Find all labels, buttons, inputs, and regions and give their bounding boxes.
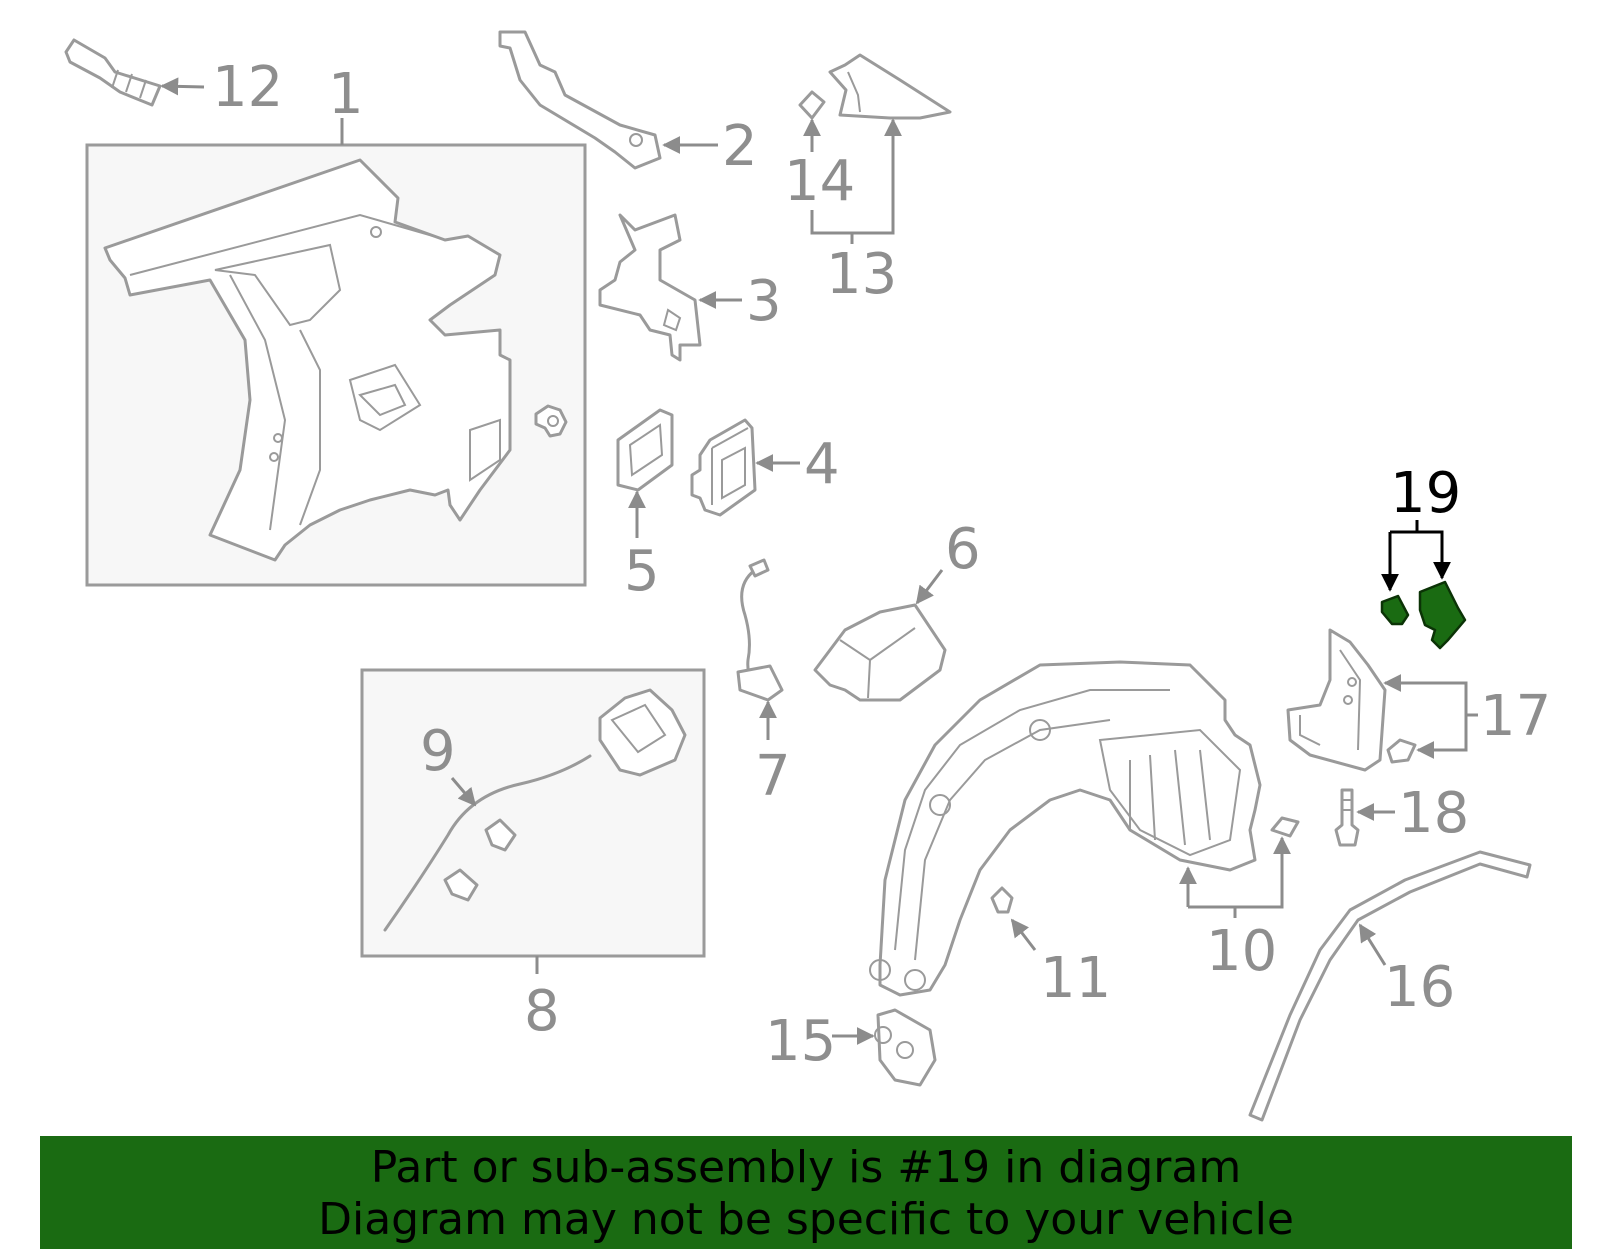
callout-13: 13 bbox=[826, 242, 897, 307]
part-8-clip-a bbox=[484, 818, 517, 852]
callout-4: 4 bbox=[804, 432, 840, 497]
part-9-cable bbox=[383, 754, 592, 932]
part-3-group[interactable]: 3 bbox=[598, 213, 782, 362]
callout-12: 12 bbox=[212, 55, 283, 120]
banner-line-1: Part or sub-assembly is #19 in diagram bbox=[370, 1142, 1242, 1193]
callout-14: 14 bbox=[784, 149, 855, 214]
callout-9: 9 bbox=[420, 719, 456, 784]
part-1-clip bbox=[534, 404, 568, 438]
part-13-group[interactable]: 13 bbox=[810, 53, 952, 307]
part-15-bracket bbox=[876, 1008, 937, 1087]
notice-banner: Part or sub-assembly is #19 in diagram D… bbox=[40, 1136, 1572, 1249]
part-7-connector bbox=[736, 664, 784, 702]
callout-2: 2 bbox=[722, 114, 758, 179]
part-2-group[interactable]: 2 bbox=[498, 30, 758, 179]
part-4-block bbox=[690, 418, 757, 517]
banner-line-2: Diagram may not be specific to your vehi… bbox=[318, 1194, 1294, 1245]
part-5-group[interactable]: 5 bbox=[616, 408, 674, 604]
part-14-group[interactable]: 14 bbox=[784, 90, 855, 214]
part-10-liner bbox=[878, 660, 1262, 997]
callout-3: 3 bbox=[746, 269, 782, 334]
part-6-group[interactable]: 6 bbox=[813, 517, 981, 702]
part-17-group[interactable]: 17 bbox=[1286, 628, 1551, 772]
part-3-bracket bbox=[598, 213, 702, 362]
callout-17: 17 bbox=[1480, 684, 1551, 749]
callout-18: 18 bbox=[1398, 781, 1469, 846]
part-10-clip bbox=[1270, 816, 1300, 838]
part-12-group[interactable]: 12 bbox=[64, 38, 283, 120]
part-11-group[interactable]: 11 bbox=[990, 886, 1111, 1011]
part-2-bracket bbox=[498, 30, 662, 170]
part-19-bracket bbox=[1418, 580, 1467, 650]
callout-7: 7 bbox=[755, 744, 791, 809]
callout-11: 11 bbox=[1040, 946, 1111, 1011]
callout-16: 16 bbox=[1384, 955, 1455, 1020]
part-17-clip bbox=[1386, 738, 1417, 764]
callout-15: 15 bbox=[765, 1009, 836, 1074]
part-16-group[interactable]: 16 bbox=[1248, 850, 1532, 1122]
part-5-bracket bbox=[616, 408, 674, 492]
callout-10: 10 bbox=[1206, 919, 1277, 984]
part-7-group[interactable]: 7 bbox=[736, 558, 791, 809]
callout-8: 8 bbox=[524, 979, 560, 1044]
part-14-clip bbox=[798, 90, 826, 120]
part-13-cover bbox=[828, 53, 952, 120]
callout-5: 5 bbox=[624, 539, 660, 604]
callout-6: 6 bbox=[945, 517, 981, 582]
part-16-molding bbox=[1248, 850, 1532, 1122]
part-8-clip-b bbox=[443, 868, 479, 902]
callout-1: 1 bbox=[328, 62, 364, 127]
part-11-clip bbox=[990, 886, 1014, 914]
part-1-quarter-panel-group[interactable]: 1 bbox=[85, 62, 587, 587]
part-19-clip bbox=[1380, 594, 1410, 626]
part-4-group[interactable]: 4 bbox=[690, 418, 840, 517]
part-8-housing bbox=[598, 688, 687, 777]
callout-19: 19 bbox=[1390, 461, 1461, 526]
part-18-bolt bbox=[1334, 788, 1360, 847]
part-10-group[interactable]: 10 bbox=[869, 660, 1300, 997]
part-12-bracket bbox=[64, 38, 162, 107]
part-1-quarter-panel bbox=[103, 158, 512, 562]
part-17-bracket bbox=[1286, 628, 1387, 772]
part-18-group[interactable]: 18 bbox=[1334, 781, 1469, 847]
part-15-group[interactable]: 15 bbox=[765, 1008, 937, 1087]
part-8-group[interactable]: 9 8 bbox=[360, 668, 706, 1044]
part-19-group[interactable]: 19 bbox=[1380, 461, 1467, 650]
